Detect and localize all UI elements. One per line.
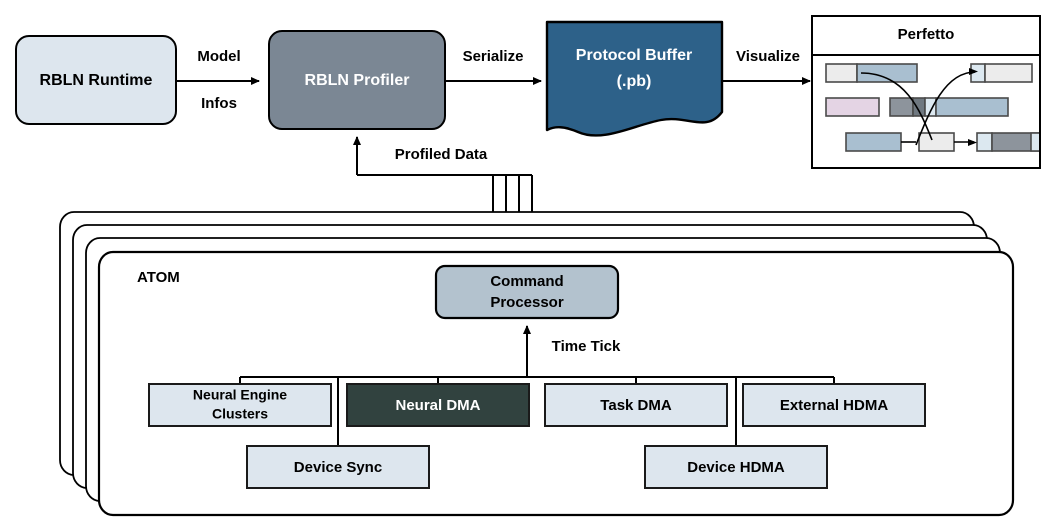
- track-segment: [912, 97, 926, 117]
- track-segment: [1030, 132, 1041, 152]
- track-segment: [918, 132, 955, 152]
- track-segment: [935, 97, 1009, 117]
- edge-label-model: Model: [197, 48, 240, 65]
- node-device-hdma[interactable]: Device HDMA: [644, 445, 828, 489]
- edge-runtime-to-profiler: Model Infos: [176, 48, 260, 112]
- edge-label-infos: Infos: [201, 95, 237, 112]
- rbln-profiler-label: RBLN Profiler: [305, 72, 410, 89]
- track-segment: [825, 63, 858, 83]
- node-rbln-profiler[interactable]: RBLN Profiler: [268, 30, 446, 130]
- perfetto-flow-arc: [915, 71, 976, 146]
- protocol-buffer-label-line1: Protocol Buffer: [576, 47, 692, 64]
- atom-stack-label: ATOM: [137, 269, 180, 286]
- track-segment: [984, 63, 1033, 83]
- perfetto-title: Perfetto: [898, 26, 955, 43]
- rbln-runtime-label: RBLN Runtime: [40, 72, 153, 89]
- track-segment: [825, 97, 880, 117]
- perfetto-track-row-2: [825, 97, 1009, 117]
- frame-mask: [1040, 130, 1052, 155]
- edge-pb-to-perfetto: Visualize: [722, 48, 811, 85]
- task-dma-label: Task DMA: [600, 397, 672, 414]
- edge-label-visualize: Visualize: [736, 48, 800, 65]
- neural-dma-label: Neural DMA: [395, 397, 480, 414]
- track-segment: [845, 132, 902, 152]
- device-hdma-box: [644, 445, 828, 489]
- external-hdma-label: External HDMA: [780, 397, 889, 414]
- protocol-buffer-label-line2: (.pb): [617, 73, 652, 90]
- task-dma-box: [544, 383, 728, 427]
- node-perfetto-panel[interactable]: Perfetto: [811, 15, 1052, 169]
- device-sync-label: Device Sync: [294, 459, 382, 476]
- node-neural-dma[interactable]: Neural DMA: [346, 383, 530, 427]
- node-device-sync[interactable]: Device Sync: [246, 445, 430, 489]
- external-hdma-box: [742, 383, 926, 427]
- node-protocol-buffer[interactable]: Protocol Buffer (.pb): [545, 20, 724, 137]
- perfetto-flow-arc: [860, 72, 933, 141]
- node-external-hdma[interactable]: External HDMA: [742, 383, 926, 427]
- perfetto-flow-arrowhead: [968, 139, 977, 146]
- perfetto-track-row-1: [825, 63, 1033, 83]
- perfetto-flow-arrowhead: [969, 68, 978, 75]
- node-rbln-runtime[interactable]: RBLN Runtime: [15, 35, 177, 125]
- neural-dma-box: [346, 383, 530, 427]
- neural-engine-clusters-label-line2: Clusters: [212, 406, 268, 422]
- perfetto-track-row-3: [845, 132, 1047, 152]
- device-sync-box: [246, 445, 430, 489]
- track-segment: [889, 97, 914, 117]
- command-processor-label-line1: Command: [490, 273, 563, 290]
- track-segment: [856, 63, 918, 83]
- node-command-processor[interactable]: Command Processor: [434, 264, 620, 320]
- command-processor-label-line2: Processor: [490, 294, 564, 311]
- neural-engine-clusters-box: [148, 383, 332, 427]
- node-neural-engine-clusters[interactable]: Neural Engine Clusters: [148, 383, 332, 427]
- protocol-buffer-shape: [545, 20, 724, 137]
- command-processor-box: [434, 264, 620, 320]
- edge-profiler-to-pb: Serialize: [445, 48, 542, 85]
- node-task-dma[interactable]: Task DMA: [544, 383, 728, 427]
- atom-stack: ATOM: [59, 211, 1015, 517]
- edge-label-profiled-data: Profiled Data: [395, 146, 488, 163]
- device-hdma-label: Device HDMA: [687, 459, 785, 476]
- neural-engine-clusters-label-line1: Neural Engine: [193, 387, 287, 403]
- edge-label-time-tick: Time Tick: [552, 338, 621, 355]
- track-segment: [976, 132, 993, 152]
- edge-time-tick: Time Tick: [523, 325, 621, 377]
- edge-label-serialize: Serialize: [463, 48, 524, 65]
